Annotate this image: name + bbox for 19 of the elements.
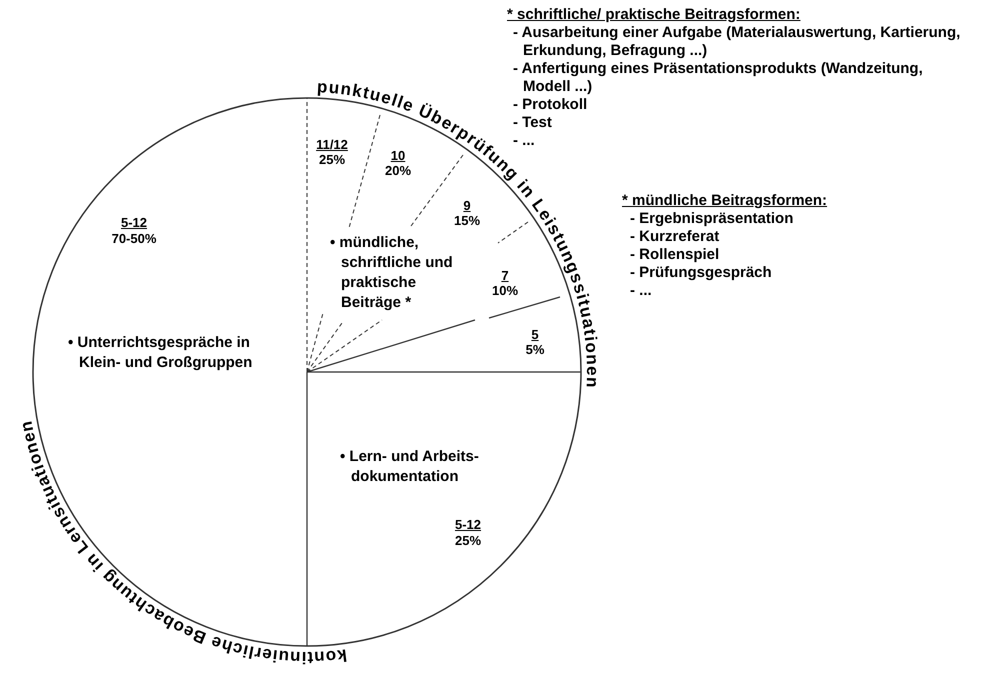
percentage: 70-50%	[110, 231, 158, 246]
grade-range: 10	[390, 148, 406, 163]
list-item: - Rollenspiel	[630, 246, 720, 264]
percentage: 25%	[318, 152, 346, 167]
grade-range: 5-12	[454, 517, 482, 532]
list-item: - Ergebnispräsentation	[630, 210, 794, 228]
sector-label: • Unterrichtsgespräche in Klein- und Großgruppen	[68, 333, 254, 373]
percentage: 25%	[454, 533, 482, 548]
list-item: - Ausarbeitung einer Aufgabe (Materialauswertung, Kartierung, Erkundung, Befragung ...)	[513, 24, 962, 60]
list-item: - Anfertigung eines Präsentationsprodukts (Wandzeitung, Modell ...)	[513, 60, 923, 96]
list-item: - Prüfungsgespräch	[630, 264, 773, 282]
list-item: - Kurzreferat	[630, 228, 720, 246]
list-item: - ...	[630, 282, 653, 300]
grade-range: 11/12	[315, 137, 349, 152]
grade-range: 5-12	[120, 215, 148, 230]
note-heading: * schriftliche/ praktische Beitragsformen:	[507, 6, 800, 24]
note-heading: * mündliche Beitragsformen:	[622, 192, 828, 210]
sector-label: • Lern- und Arbeits- dokumentation	[340, 447, 480, 487]
percentage: 20%	[384, 163, 412, 178]
